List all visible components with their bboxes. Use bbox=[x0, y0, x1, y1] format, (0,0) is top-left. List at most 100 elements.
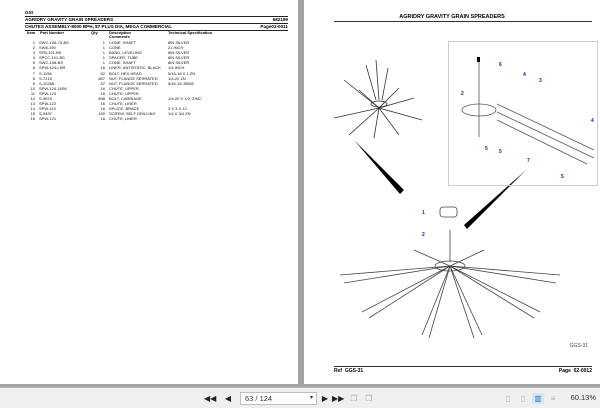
bottom-toolbar: ◀◀ ◀ 63 / 124 ▾ ▶ ▶▶ ❐ ❐ ▯ ▯ ▥ ≡ 60.13% bbox=[0, 387, 600, 408]
last-page-icon[interactable]: ▶▶ bbox=[332, 394, 345, 403]
spec: 1/4 INCH bbox=[168, 65, 185, 71]
item-no: 2 bbox=[32, 45, 35, 51]
table-row: 5 SWC-108-BS 1 CONE, SHAFT 8IN SILVER bbox=[25, 60, 265, 65]
qty: 57 bbox=[100, 80, 105, 86]
callout-7: 7 bbox=[527, 158, 530, 164]
item-no: 5 bbox=[32, 60, 35, 66]
part-number: SWC-108-BS bbox=[39, 60, 64, 66]
part-number: SPW-121 bbox=[39, 116, 57, 122]
document-viewport[interactable]: GSI AGRIDRY GRAVITY GRAIN SPREADERS 6821… bbox=[0, 0, 600, 387]
description: CHUTE, UPPER bbox=[109, 90, 139, 96]
previous-page-icon[interactable]: ◀ bbox=[224, 394, 232, 403]
next-view-icon[interactable]: ❐ bbox=[365, 394, 373, 403]
item-no: 15 bbox=[30, 111, 35, 117]
description: LINER, ANTISTATIC, BLACK bbox=[109, 65, 161, 71]
page-value: 02-0012 bbox=[573, 368, 592, 374]
description: BAND, LEVELING bbox=[109, 50, 142, 56]
first-page-icon[interactable]: ◀◀ bbox=[204, 394, 217, 403]
part-number: SWC-108-70-BS bbox=[39, 40, 69, 45]
description: CONE, SHAFT bbox=[109, 60, 136, 66]
section-title-row: AGRIDRY GRAVITY GRAIN SPREADERS 682199 bbox=[25, 17, 288, 22]
chevron-down-icon[interactable]: ▾ bbox=[309, 395, 313, 401]
callout-5a: 5 bbox=[485, 146, 488, 152]
page-ref: Page02-0011 bbox=[260, 24, 288, 29]
col-part-number: Part Number bbox=[40, 30, 65, 35]
chute-detail-drawing bbox=[461, 57, 595, 165]
spec: 3 X 3 X 12 bbox=[168, 106, 187, 112]
part-number: SPCC-101-BS bbox=[39, 55, 65, 61]
col-qty: Qty bbox=[91, 30, 98, 35]
qty: 16 bbox=[100, 65, 105, 71]
description: SCREW, SELF DRILLING bbox=[109, 111, 156, 117]
table-row: 8 S-7215 857 NUT, FLANGE SERRATED 1/4-20 ZN bbox=[25, 76, 265, 81]
description: BOLT, HEX-HEAD bbox=[109, 70, 142, 76]
spec: 8IN SILVER bbox=[168, 50, 190, 56]
callout-6: 6 bbox=[499, 62, 502, 68]
single-page-icon[interactable]: ▯ bbox=[505, 394, 511, 403]
callout-5c: 5 bbox=[561, 174, 564, 180]
part-number: SPW-113 bbox=[39, 106, 56, 112]
item-no: 16 bbox=[30, 116, 35, 122]
qty: 658 bbox=[98, 96, 105, 102]
zoom-level[interactable]: 60.13% bbox=[570, 393, 596, 402]
page-right: AGRIDRY GRAVITY GRAIN SPREADERS bbox=[304, 0, 600, 384]
qty: 1 bbox=[102, 60, 105, 66]
item-no: 11 bbox=[30, 90, 35, 96]
qty: 150 bbox=[98, 111, 105, 117]
qty: 857 bbox=[98, 75, 105, 81]
part-number: SPW-123 bbox=[39, 90, 57, 96]
part-number: SPW-124-LNR bbox=[39, 65, 66, 71]
page-label: Page bbox=[558, 368, 571, 374]
exploded-parts-drawing bbox=[333, 59, 561, 339]
previous-view-icon[interactable]: ❐ bbox=[350, 394, 358, 403]
description: CHUTE, LINER bbox=[109, 116, 137, 122]
spec: 8IN SILVER bbox=[168, 60, 190, 66]
divider bbox=[25, 30, 288, 31]
item-no: 3 bbox=[32, 50, 35, 56]
description: SPACER, TUBE bbox=[109, 55, 138, 61]
description: NUT, FLANGE SERRATED bbox=[109, 75, 158, 81]
two-page-continuous-icon[interactable]: ≡ bbox=[550, 394, 556, 403]
spec: 8IN SILVER bbox=[168, 40, 190, 45]
col-description-label: Description bbox=[109, 30, 132, 35]
item-no: 4 bbox=[32, 55, 35, 61]
item-no: 10 bbox=[30, 85, 35, 91]
ref-label: Ref bbox=[334, 368, 343, 374]
callout-3: 3 bbox=[539, 78, 542, 84]
page-number-value: 63 / 124 bbox=[245, 394, 273, 403]
two-page-icon[interactable]: ▥ bbox=[532, 393, 544, 404]
part-number: SPW-124-16SK bbox=[39, 85, 68, 91]
description: NUT, FLANGE SERRATED bbox=[109, 80, 158, 86]
spec: 1/4-20 ZN bbox=[168, 75, 186, 81]
part-number: S-7215 bbox=[39, 75, 52, 81]
qty: 1 bbox=[102, 50, 105, 56]
callout-5b: 5 bbox=[499, 149, 502, 155]
description: SPLICE, BRACE bbox=[109, 106, 140, 112]
subtitle: CHUTES ASSEMBLY-8000 BPH, 87 PLUS DIA, M… bbox=[25, 24, 173, 29]
page-number-input[interactable]: 63 / 124 ▾ bbox=[240, 392, 317, 405]
single-continuous-icon[interactable]: ▯ bbox=[520, 394, 526, 403]
divider bbox=[334, 21, 592, 22]
next-page-icon[interactable]: ▶ bbox=[321, 394, 329, 403]
part-number: SFB-121-BS bbox=[39, 50, 62, 56]
divider bbox=[25, 16, 288, 17]
page-title: AGRIDRY GRAVITY GRAIN SPREADERS bbox=[399, 14, 505, 20]
subtitle-row: CHUTES ASSEMBLY-8000 BPH, 87 PLUS DIA, M… bbox=[25, 24, 288, 29]
item-no: 8 bbox=[32, 75, 35, 81]
table-row: 3 SFB-121-BS 1 BAND, LEVELING 8IN SILVER bbox=[25, 50, 265, 55]
col-spec: Technical Specification bbox=[168, 30, 213, 35]
spec: 1/4 X 3/4 ZN bbox=[168, 111, 191, 117]
spec: 1/4-20 X 1/2, ZINC bbox=[168, 96, 202, 102]
